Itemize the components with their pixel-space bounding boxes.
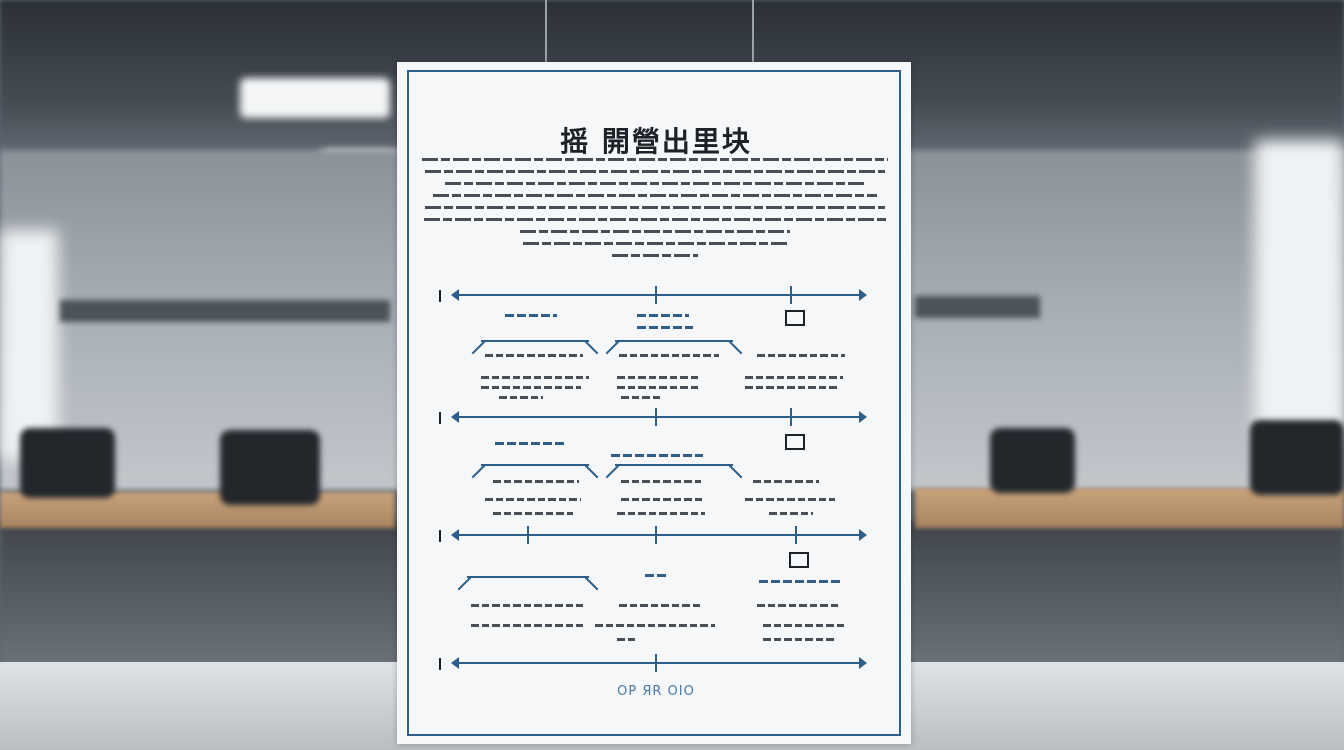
timeline-tick [527, 526, 529, 544]
hanging-wire-left [545, 0, 547, 66]
text-line [424, 218, 886, 221]
chair-2 [220, 430, 320, 505]
timeline-tick [790, 408, 792, 426]
text-line [445, 182, 865, 185]
desk-left [0, 492, 395, 528]
text-line [523, 242, 787, 245]
poster-footer: OP ЯR OIO [617, 684, 695, 699]
timeline-start-mark [439, 290, 441, 302]
poster-title: 摇 開營出里块 [560, 125, 752, 158]
milestone-text [493, 512, 573, 515]
milestone-text [617, 376, 701, 379]
window-left [0, 230, 58, 460]
timeline-tick [655, 286, 657, 304]
milestone-text [471, 624, 583, 627]
milestone-label [505, 314, 557, 317]
milestone-label [645, 574, 667, 577]
milestone-text [619, 354, 719, 357]
milestone-text [499, 396, 543, 399]
milestone-text [621, 480, 701, 483]
timeline-start-mark [439, 658, 441, 670]
timeline-start-mark [439, 412, 441, 424]
milestone-label [759, 580, 843, 583]
poster-border: 摇 開營出里块 [407, 70, 901, 736]
milestone-box-icon [785, 434, 805, 450]
milestone-bracket [481, 340, 589, 360]
milestone-text [621, 498, 705, 501]
chair-4 [1250, 420, 1344, 495]
milestone-text [769, 512, 813, 515]
milestone-bracket [615, 340, 733, 360]
milestone-text [745, 376, 843, 379]
milestone-text [763, 624, 847, 627]
text-line [520, 230, 790, 233]
milestone-text [485, 354, 583, 357]
milestone-label [637, 314, 689, 317]
text-line [422, 158, 888, 161]
milestone-text [745, 386, 839, 389]
milestone-text [753, 480, 819, 483]
timeline-start-mark [439, 530, 441, 542]
text-line [425, 206, 885, 209]
milestone-text [757, 604, 839, 607]
milestone-text [619, 604, 703, 607]
wall-beam-right [915, 296, 1040, 318]
milestone-bracket [481, 464, 589, 484]
timeline-tick [655, 526, 657, 544]
milestone-box-icon [785, 310, 805, 326]
timeline-tick [790, 286, 792, 304]
milestone-label [611, 454, 703, 457]
milestone-text [763, 638, 837, 641]
timeline-tick [655, 654, 657, 672]
milestone-text [485, 498, 581, 501]
milestone-text [757, 354, 845, 357]
milestone-box-icon [789, 552, 809, 568]
timeline-1 [451, 286, 867, 304]
milestone-text [621, 396, 663, 399]
milestone-text [617, 386, 699, 389]
milestone-bracket [467, 576, 589, 596]
window-right [1255, 140, 1344, 440]
milestone-text [493, 480, 579, 483]
timeline-2 [451, 408, 867, 426]
milestone-text [617, 512, 705, 515]
timeline-poster: 摇 開營出里块 [397, 62, 911, 744]
text-line [433, 194, 877, 197]
timeline-4 [451, 654, 867, 672]
milestone-text [617, 638, 637, 641]
timeline-3 [451, 526, 867, 544]
milestone-label [637, 326, 693, 329]
timeline-tick [655, 408, 657, 426]
milestone-text [481, 376, 589, 379]
milestone-text [595, 624, 715, 627]
milestone-text [745, 498, 835, 501]
ceiling-light-left [240, 78, 390, 118]
hanging-wire-right [752, 0, 754, 66]
text-line [425, 170, 885, 173]
milestone-bracket [615, 464, 733, 484]
timeline-tick [795, 526, 797, 544]
intro-paragraph [417, 158, 893, 266]
milestone-text [481, 386, 581, 389]
chair-3 [990, 428, 1075, 493]
milestone-label [495, 442, 565, 445]
wall-beam-left [60, 300, 390, 322]
text-line [612, 254, 698, 257]
milestone-text [471, 604, 583, 607]
chair-1 [20, 428, 115, 498]
